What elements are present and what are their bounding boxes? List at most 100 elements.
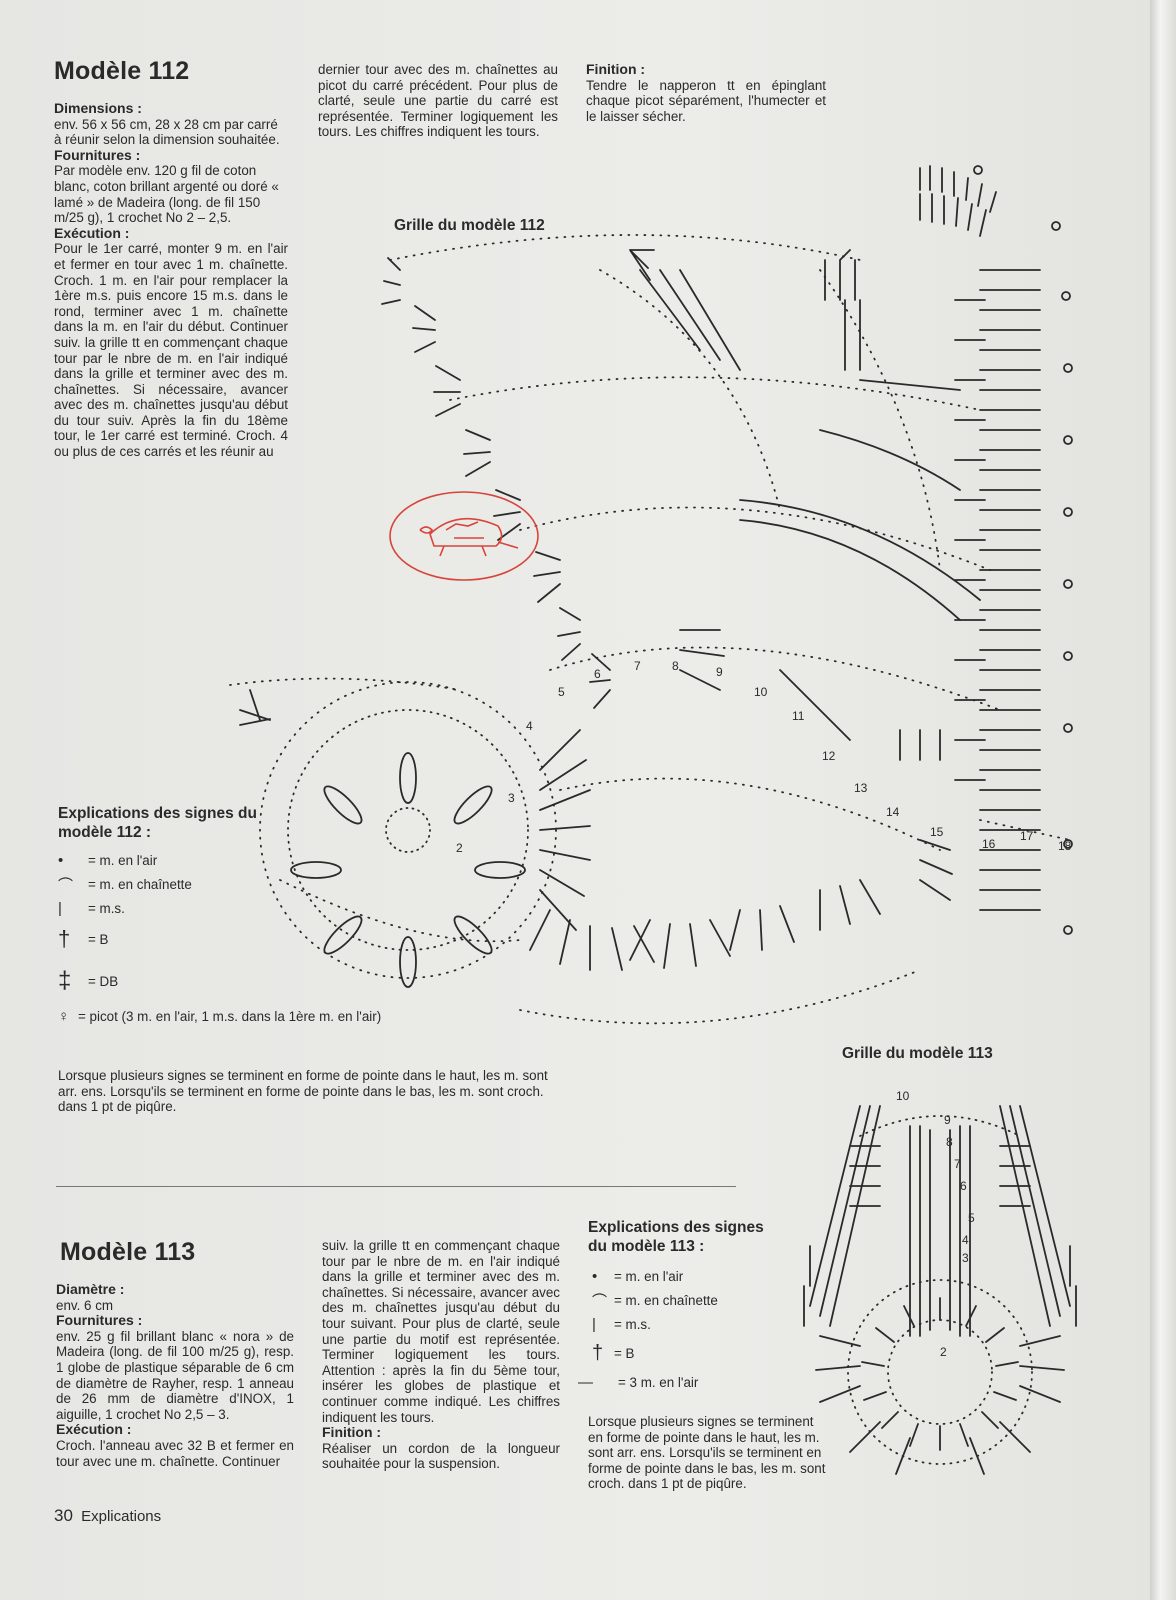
- page-number: 30: [54, 1506, 73, 1525]
- legend-item: ‡= DB: [58, 958, 478, 1004]
- round-number: 18: [1058, 839, 1072, 853]
- round-number: 11: [792, 709, 805, 723]
- footer-section: Explications: [81, 1508, 162, 1525]
- ring-stitches: [815, 1297, 1065, 1475]
- column-stitches: [803, 1105, 1077, 1337]
- legend-item: †= B: [58, 920, 478, 958]
- legend-112: • = m. en l'air ⌒= m. en chaînette | = m.s…: [58, 848, 478, 1028]
- round-number: 12: [822, 749, 836, 763]
- round-number: 7: [954, 1157, 961, 1171]
- diameter-text: env. 6 cm: [56, 1297, 114, 1313]
- execution-heading: Exécution :: [54, 224, 130, 241]
- legend-label: = B: [614, 1345, 635, 1361]
- round-number: 10: [896, 1089, 910, 1103]
- round-number: 2: [940, 1345, 947, 1359]
- note-113: Lorsque plusieurs signes se terminent en…: [588, 1414, 826, 1492]
- single-crochet-icon: |: [58, 899, 62, 917]
- round-number: 3: [508, 791, 515, 805]
- grid-112-title: Grille du modèle 112: [394, 217, 545, 234]
- chain-loops: [847, 1115, 1033, 1465]
- legend-label: = m. en chaînette: [88, 876, 192, 892]
- execution-continued: suiv. la grille tt en commençant chaque …: [322, 1238, 560, 1425]
- legend-label: = DB: [88, 973, 119, 989]
- model-112-col1: Dimensions : env. 56 x 56 cm, 28 x 28 cm…: [54, 100, 288, 460]
- legend-113: •= m. en l'air ⌒ = m. en chaînette | = m.s…: [578, 1264, 832, 1394]
- finish-text: Tendre le napperon tt en épinglant chaqu…: [586, 77, 826, 124]
- legend-label: = m. en chaînette: [614, 1292, 718, 1308]
- dot-icon: •: [58, 851, 64, 869]
- chain-3-icon: —: [578, 1373, 593, 1391]
- supplies-heading: Fournitures :: [54, 146, 141, 163]
- round-number: 3: [962, 1251, 969, 1265]
- round-number: 8: [672, 659, 679, 673]
- round-number: 8: [946, 1135, 953, 1149]
- round-number: 5: [968, 1211, 975, 1225]
- legend-item: ⌒ = m. en chaînette: [592, 1288, 832, 1312]
- picot-icon: ♀: [58, 1007, 70, 1025]
- round-number: 15: [930, 825, 944, 839]
- round-number: 16: [982, 837, 996, 851]
- left-arrow-stitch: [239, 689, 271, 726]
- round-number: 2: [456, 841, 463, 855]
- model-112-col2: dernier tour avec des m. chaînettes au p…: [318, 62, 558, 140]
- chain-arcs: [229, 234, 1071, 1025]
- center-flower: [259, 681, 557, 988]
- magazine-page: [0, 0, 1150, 1600]
- diameter-heading: Diamètre :: [56, 1281, 125, 1297]
- round-number: 9: [944, 1113, 951, 1127]
- stitch-fans-left: [381, 257, 611, 709]
- round-number: 9: [716, 665, 723, 679]
- model-113-col1: Diamètre : env. 6 cm Fournitures : env. …: [56, 1281, 294, 1469]
- legend-label: = m.s.: [88, 900, 125, 916]
- round-numbers-113: 2 3 4 5 6 7 8 9 10: [896, 1089, 975, 1359]
- legend-item: • = m. en l'air: [58, 848, 478, 872]
- finish-heading: Finition :: [586, 61, 646, 77]
- section-divider: [56, 1186, 736, 1187]
- legend-item: | = m.s.: [58, 896, 478, 920]
- finish-heading: Finition :: [322, 1424, 382, 1441]
- legend-item: † = B: [592, 1336, 832, 1370]
- legend-label: = m.s.: [614, 1316, 651, 1332]
- finish-text: Réaliser un cordon de la longueur souhai…: [322, 1440, 560, 1472]
- supplies-text: Par modèle env. 120 g fil de coton blanc…: [54, 163, 279, 226]
- turtle-icon: [419, 517, 519, 557]
- round-number: 6: [960, 1179, 967, 1193]
- single-crochet-icon: |: [592, 1315, 596, 1333]
- dimensions-text: env. 56 x 56 cm, 28 x 28 cm par carré à …: [54, 116, 280, 148]
- page-gutter: [1150, 0, 1176, 1600]
- treble-icon: †: [592, 1341, 604, 1364]
- execution-text: Croch. l'anneau avec 32 B et fermer en t…: [56, 1437, 294, 1469]
- model-112-finish: Finition : Tendre le napperon tt en épin…: [586, 61, 826, 124]
- edge-stitch-rows: [954, 269, 1041, 911]
- dimensions-heading: Dimensions :: [54, 100, 142, 116]
- round-number: 5: [558, 685, 565, 699]
- legend-label: = m. en l'air: [88, 852, 158, 868]
- crochet-grid-112: 2 3 4 5 6 7 8 9 10 11 12 13 14 15 16 17 …: [229, 165, 1073, 1025]
- slip-stitch-icon: ⌒: [592, 1292, 608, 1310]
- round-number: 13: [854, 781, 868, 795]
- round-numbers: 2 3 4 5 6 7 8 9 10 11 12 13 14 15 16 17 …: [456, 659, 1072, 855]
- execution-heading: Exécution :: [56, 1421, 132, 1438]
- legend-label: = m. en l'air: [614, 1268, 684, 1284]
- stitch-fans-top: [629, 165, 997, 371]
- legend-label: = B: [88, 931, 109, 947]
- long-arrows: [739, 379, 981, 621]
- grid-113-title: Grille du modèle 113: [842, 1045, 993, 1062]
- legend-113-title: Explications des signes du modèle 113 :: [588, 1219, 764, 1255]
- supplies-heading: Fournitures :: [56, 1312, 143, 1329]
- round-number: 14: [886, 805, 900, 819]
- round-number: 4: [962, 1233, 969, 1247]
- legend-item: | = m.s.: [592, 1312, 832, 1336]
- page-footer: 30 Explications: [54, 1506, 161, 1526]
- round-number: 4: [526, 719, 533, 733]
- legend-item: —= 3 m. en l'air: [578, 1370, 832, 1394]
- legend-item: ⌒= m. en chaînette: [58, 872, 478, 896]
- legend-item: •= m. en l'air: [592, 1264, 832, 1288]
- round-number: 10: [754, 685, 768, 699]
- legend-112-title: Explications des signes du modèle 112 :: [58, 805, 257, 841]
- legend-label: = picot (3 m. en l'air, 1 m.s. dans la 1…: [78, 1008, 382, 1024]
- library-stamp: [389, 491, 539, 581]
- round-number: 6: [594, 667, 601, 681]
- note-112: Lorsque plusieurs signes se terminent en…: [58, 1068, 548, 1115]
- round-number: 17: [1020, 829, 1034, 843]
